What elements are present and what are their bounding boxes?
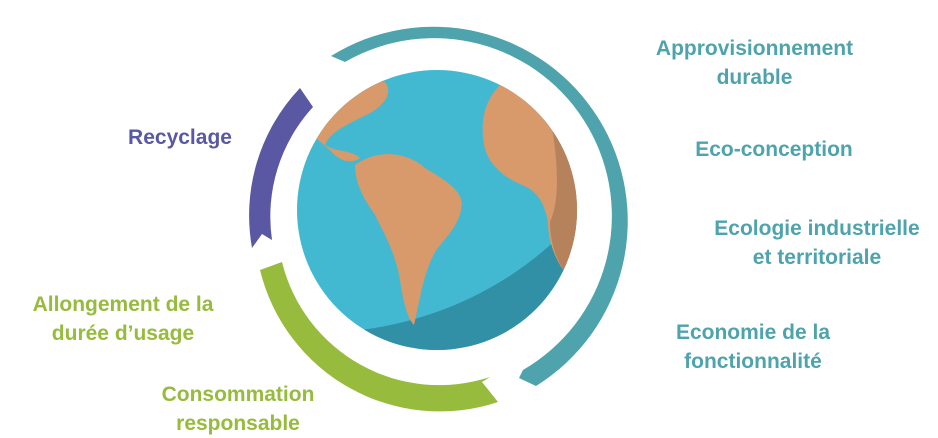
globe-icon: [297, 70, 577, 350]
label-eco-conception: Eco-conception: [695, 138, 853, 161]
label-economie-fonctionnalite: Economie de la fonctionnalité: [675, 321, 831, 373]
circular-arrow-icon: [249, 26, 628, 412]
label-consommation-responsable: Consommation responsable: [161, 383, 315, 435]
green-arrow: [260, 262, 498, 412]
label-ecologie-industrielle: Ecologie industrielle et territoriale: [714, 217, 920, 269]
label-approvisionnement-durable: Approvisionnement durable: [655, 37, 854, 89]
purple-arrow: [249, 88, 313, 248]
label-recyclage: Recyclage: [128, 126, 232, 149]
label-allongement-duree-usage: Allongement de la durée d’usage: [32, 293, 214, 345]
